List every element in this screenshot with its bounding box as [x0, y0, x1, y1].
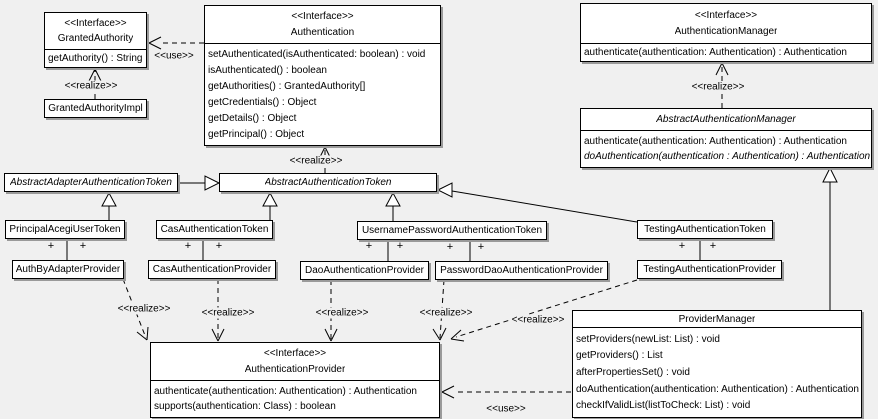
interface-stereotype: <<Interface>>	[263, 348, 327, 359]
association-end-plus: +	[678, 240, 686, 252]
generalization-testing-token-line	[451, 190, 638, 223]
class-name: PrincipalAcegiUserToken	[9, 224, 121, 235]
method: authenticate(authentication: Authenticat…	[584, 135, 847, 147]
class-cas-authentication-provider: CasAuthenticationProvider	[148, 260, 276, 279]
class-name: DaoAuthenticationProvider	[305, 265, 424, 276]
class-testing-authentication-token: TestingAuthenticationToken	[637, 220, 773, 239]
class-name: AuthenticationManager	[674, 26, 778, 38]
realize-arrowhead	[715, 62, 729, 76]
method: authenticate(authentication: Authenticat…	[154, 385, 417, 397]
realize-arrowhead	[324, 328, 338, 342]
method: checkIfValidList(listToCheck: List) : vo…	[576, 400, 751, 412]
method: getCredentials() : Object	[208, 97, 317, 108]
realize-testing-provider-line	[455, 279, 638, 338]
realize-arrowhead	[450, 329, 465, 342]
realize-label: <<realize>>	[509, 314, 567, 326]
generalization-arrow	[436, 182, 453, 198]
class-name: TestingAuthenticationProvider	[643, 264, 776, 275]
class-name: CasAuthenticationToken	[160, 224, 269, 235]
class-granted-authority-impl: GrantedAuthorityImpl	[44, 99, 147, 118]
class-name: Authentication	[290, 27, 355, 38]
method: supports(authentication: Class) : boolea…	[154, 401, 336, 413]
method: getAuthority() : String	[48, 53, 143, 64]
class-abstract-adapter-authentication-token: AbstractAdapterAuthenticationToken	[4, 173, 178, 192]
class-name: GrantedAuthority	[57, 33, 134, 45]
class-authentication-provider: <<Interface>> AuthenticationProvider aut…	[150, 342, 440, 418]
class-name: AbstractAuthenticationToken	[264, 177, 392, 188]
class-username-password-authentication-token: UsernamePasswordAuthenticationToken	[357, 221, 547, 240]
interface-stereotype: <<Interface>>	[64, 17, 127, 29]
class-cas-authentication-token: CasAuthenticationToken	[156, 220, 273, 239]
method: afterPropertiesSet() : void	[576, 366, 690, 378]
association-end-plus: +	[396, 240, 404, 252]
class-auth-by-adapter-provider: AuthByAdapterProvider	[12, 260, 124, 279]
association-end-plus: +	[184, 240, 192, 252]
realize-arrowhead	[88, 68, 102, 82]
association-end-plus: +	[477, 241, 485, 253]
method: doAuthentication(authentication : Authen…	[584, 151, 871, 163]
class-name: AuthenticationProvider	[244, 364, 346, 375]
interface-stereotype: <<Interface>>	[694, 9, 758, 21]
association-end-plus: +	[446, 241, 454, 253]
class-dao-authentication-provider: DaoAuthenticationProvider	[300, 261, 429, 280]
association-end-plus: +	[79, 240, 87, 252]
class-provider-manager: ProviderManager setProviders(newList: Li…	[572, 310, 862, 418]
generalization-arrow	[262, 191, 278, 207]
generalization-arrow	[204, 175, 221, 191]
generalization-arrow	[101, 191, 117, 207]
class-password-dao-authentication-provider: PasswordDaoAuthenticationProvider	[435, 261, 608, 280]
method: getDetails() : Object	[208, 113, 297, 124]
class-authentication: <<Interface>> Authentication setAuthenti…	[204, 5, 441, 146]
class-abstract-authentication-token: AbstractAuthenticationToken	[219, 173, 437, 192]
realize-label: <<realize>>	[417, 307, 475, 319]
class-name: AbstractAuthenticationManager	[656, 114, 796, 125]
use-label: <<use>>	[152, 50, 196, 62]
realize-arrowhead	[211, 328, 225, 342]
association-end-plus: +	[365, 240, 373, 252]
class-name: AuthByAdapterProvider	[15, 264, 121, 275]
method: getAuthorities() : GrantedAuthority[]	[208, 81, 366, 92]
class-authentication-manager: <<Interface>> AuthenticationManager auth…	[580, 3, 872, 62]
association-end-plus: +	[47, 240, 55, 252]
class-granted-authority: <<Interface>> GrantedAuthority getAuthor…	[44, 12, 147, 68]
use-arrowhead	[441, 385, 455, 399]
class-name: GrantedAuthorityImpl	[48, 103, 143, 114]
association-end-plus: +	[709, 240, 717, 252]
method: getProviders() : List	[576, 350, 663, 362]
class-principal-acegi-user-token: PrincipalAcegiUserToken	[5, 220, 125, 239]
realize-label: <<realize>>	[199, 307, 257, 319]
class-abstract-authentication-manager: AbstractAuthenticationManager authentica…	[580, 108, 872, 168]
realize-arrowhead	[136, 326, 149, 341]
realize-label: <<realize>>	[115, 303, 173, 315]
method: setProviders(newList: List) : void	[576, 333, 720, 345]
interface-stereotype: <<Interface>>	[291, 11, 354, 22]
class-name: CasAuthenticationProvider	[152, 264, 272, 275]
method: getPrincipal() : Object	[208, 129, 305, 140]
method: doAuthentication(authentication: Authent…	[576, 383, 859, 395]
association-end-plus: +	[215, 240, 223, 252]
class-name: UsernamePasswordAuthenticationToken	[361, 225, 543, 236]
realize-arrowhead	[432, 327, 447, 341]
realize-label: <<realize>>	[689, 81, 747, 93]
class-name: AbstractAdapterAuthenticationToken	[10, 177, 172, 188]
generalization-arrow	[385, 191, 401, 207]
class-name: TestingAuthenticationToken	[644, 224, 766, 235]
realize-label: <<realize>>	[313, 307, 371, 319]
realize-label: <<realize>>	[62, 80, 120, 92]
use-arrowhead	[148, 36, 162, 50]
method: authenticate(authentication: Authenticat…	[584, 47, 847, 58]
class-name: PasswordDaoAuthenticationProvider	[440, 265, 603, 276]
method: setAuthenticated(isAuthenticated: boolea…	[208, 49, 426, 60]
method: isAuthenticated() : boolean	[208, 65, 327, 76]
class-name: ProviderManager	[678, 313, 756, 325]
use-label: <<use>>	[484, 403, 528, 415]
realize-label: <<realize>>	[287, 155, 345, 167]
generalization-arrow	[822, 166, 838, 183]
class-testing-authentication-provider: TestingAuthenticationProvider	[637, 260, 782, 279]
